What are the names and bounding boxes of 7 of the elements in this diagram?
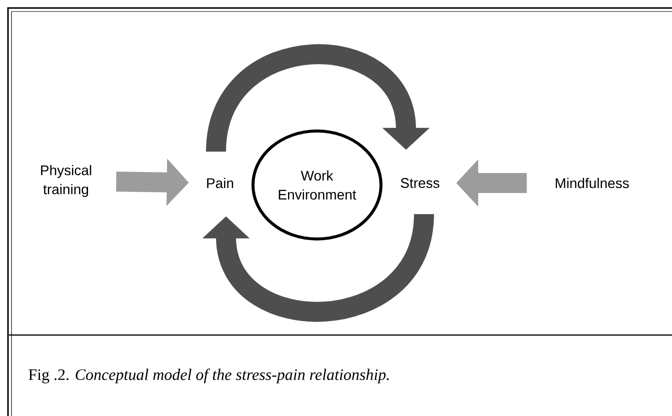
text-label: Physical training	[41, 164, 92, 198]
text-label: Mindfulness	[556, 178, 629, 188]
arrow	[202, 212, 434, 322]
text-label: Stress	[400, 178, 440, 188]
caption: Fig .2. Conceptual model of the stress-pain relationship.	[28, 368, 389, 384]
ellipse-node: Work Environment	[252, 130, 382, 240]
text-label: Pain	[207, 178, 234, 188]
